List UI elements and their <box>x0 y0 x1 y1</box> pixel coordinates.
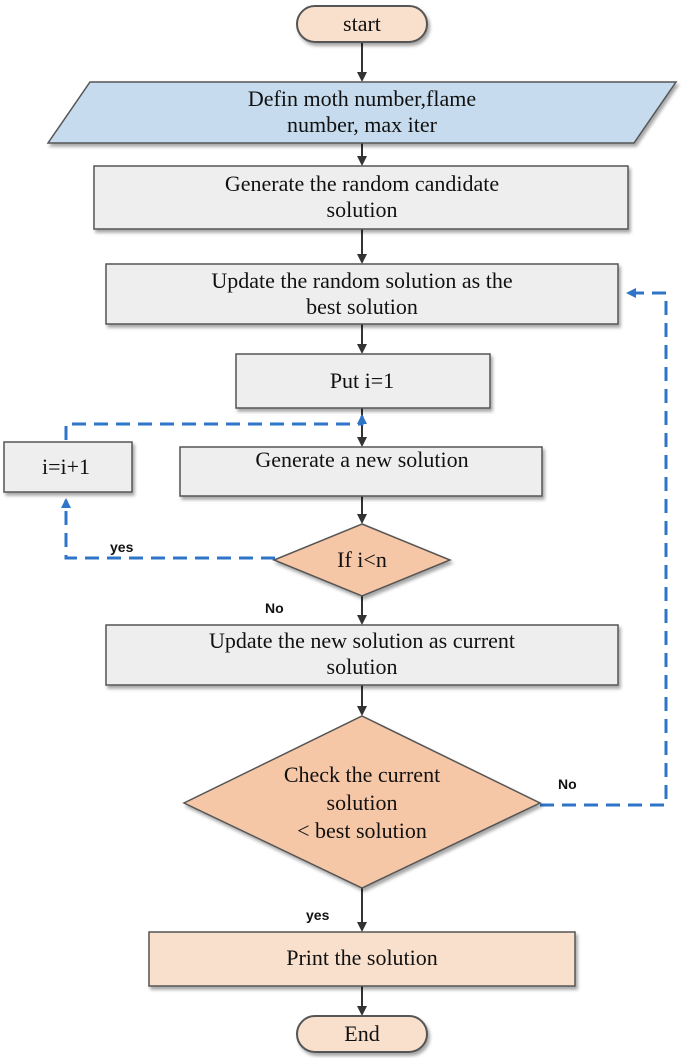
if-decision-node: If i<n <box>272 523 452 597</box>
generate-random-line2: solution <box>327 197 398 222</box>
update-current-line1: Update the new solution as current <box>209 628 515 653</box>
put-i-node: Put i=1 <box>235 353 491 409</box>
define-label-line1: Defin moth number,flame <box>248 86 476 111</box>
end-label: End <box>344 1021 379 1046</box>
update-best-node: Update the random solution as the best s… <box>105 263 619 325</box>
generate-new-label: Generate a new solution <box>255 447 468 472</box>
update-best-line2: best solution <box>306 294 418 319</box>
print-label: Print the solution <box>286 945 438 970</box>
check-yes-label: yes <box>306 907 330 923</box>
generate-new-node: Generate a new solution <box>179 446 543 497</box>
loop-check-no-to-update-best <box>540 288 668 807</box>
check-no-label: No <box>558 776 577 792</box>
loop-if-yes-to-increment <box>61 498 275 560</box>
check-label-line3: < best solution <box>297 818 427 843</box>
increment-label: i=i+1 <box>42 454 90 479</box>
update-current-line2: solution <box>327 654 398 679</box>
start-node: start <box>296 5 428 43</box>
end-node: End <box>296 1015 428 1053</box>
define-input-node: Defin moth number,flame number, max iter <box>46 81 678 144</box>
print-node: Print the solution <box>148 931 576 987</box>
loop-lines <box>61 288 668 807</box>
generate-random-line1: Generate the random candidate <box>225 171 499 196</box>
put-i-label: Put i=1 <box>330 368 394 393</box>
update-current-node: Update the new solution as current solut… <box>105 624 619 686</box>
if-yes-label: yes <box>110 539 134 555</box>
update-best-line1: Update the random solution as the <box>211 268 512 293</box>
define-label-line2: number, max iter <box>287 112 438 137</box>
increment-node: i=i+1 <box>3 441 133 493</box>
check-label-line1: Check the current <box>284 762 440 787</box>
generate-random-node: Generate the random candidate solution <box>93 165 629 230</box>
if-decision-label: If i<n <box>337 547 387 572</box>
start-label: start <box>343 11 381 36</box>
loop-increment-to-put-i <box>64 414 367 440</box>
check-decision-node: Check the current solution < best soluti… <box>182 715 542 889</box>
check-label-line2: solution <box>327 790 398 815</box>
if-no-label: No <box>265 600 284 616</box>
